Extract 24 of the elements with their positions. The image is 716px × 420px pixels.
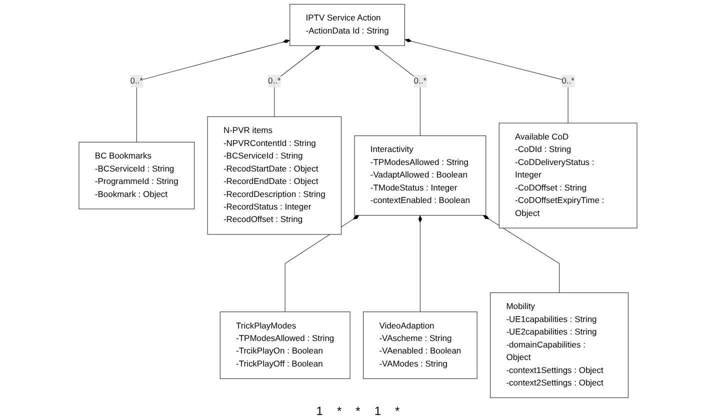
connector	[404, 38, 568, 124]
connector	[418, 215, 422, 312]
multiplicity-label: *	[395, 404, 400, 418]
node-box: Available CoD -CoDId : String -CoDDeliveryStatus : Integer -CoDOffset : String -CoDOffsetExpiryTime : Object	[498, 122, 638, 228]
node-box: IPTV Service Action -ActionData Id : String	[290, 4, 405, 46]
multiplicity-label: *	[336, 404, 342, 418]
connector	[274, 45, 321, 117]
node-box: N-PVR items -NPVRContentId : String -BCServiceId : String -RecodStartDate : Object -RecordEndDate : Object -RecordDescription : String -RecordStatus : Integer -RecodOffset : String	[207, 116, 342, 235]
edge-label: 0..*	[268, 76, 281, 86]
node-box: TrickPlayModes -TPModesAllowed : String -TrcikPlayOn : Boolean -TrickPlayOff : Boolean	[220, 312, 350, 379]
multiplicity-label: 1	[374, 404, 382, 418]
edge-label: 0..*	[414, 76, 427, 86]
node-box: VideoAdaption -VAscheme : String -VAenabled : Boolean -VAModes : String	[363, 312, 478, 379]
edge-label: 0..*	[130, 76, 144, 86]
node-box: BC Bookmarks -BCServiceId : String -ProgrammeId : String -Bookmark : Object	[78, 142, 195, 210]
connector	[482, 215, 560, 294]
multiplicity-label: 1	[316, 404, 323, 418]
connector	[374, 45, 420, 136]
edge-label: 0..*	[562, 76, 574, 86]
node-box: Mobility -UE1capabilities : String -UE2capabilities : String -domainCapabilities : Object -context1Settings : Object -context2Settings : Object	[490, 292, 628, 398]
connector	[284, 215, 360, 312]
connector	[136, 39, 290, 142]
multiplicity-label: *	[356, 404, 360, 418]
node-box: Interactivity -TPModesAllowed : String -VadaptAllowed : Boolean -TModeStatus : Integer -contextEnabled : Boolean	[354, 136, 486, 216]
